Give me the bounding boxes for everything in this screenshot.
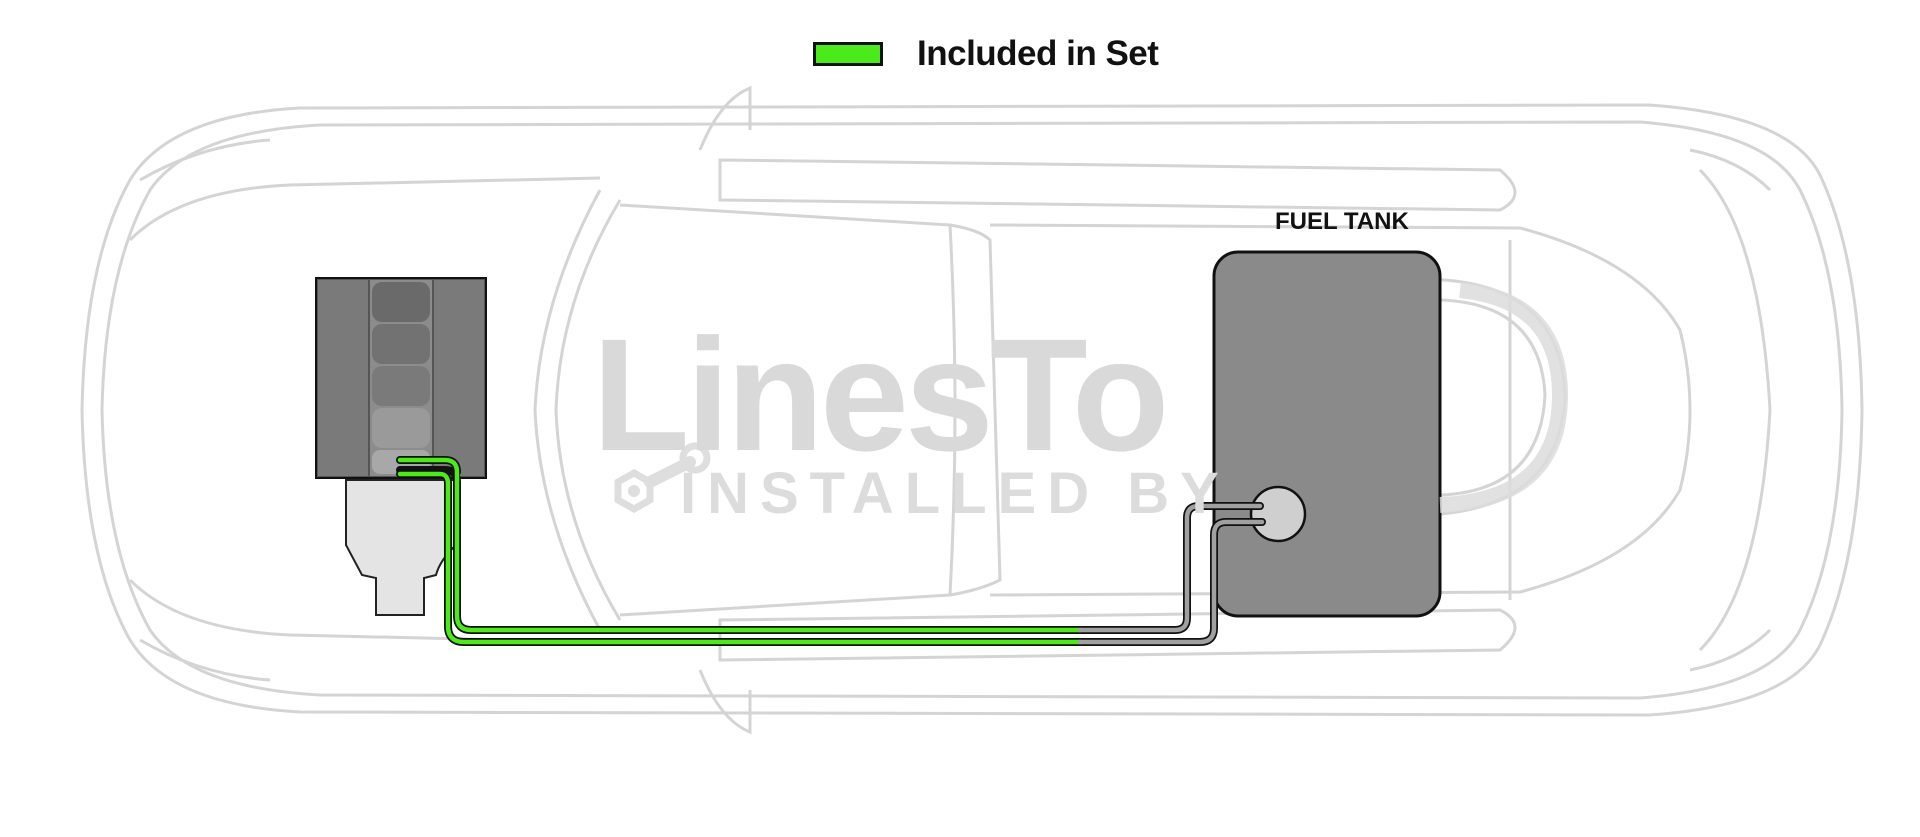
engine-right-bank (434, 280, 484, 476)
included-fuel-line-supply (397, 457, 1083, 633)
fuel-tank (1212, 250, 1442, 618)
other-fuel-line-supply (1077, 503, 1263, 633)
included-fuel-line-return (397, 471, 1083, 645)
engine-left-bank (318, 280, 368, 476)
wrench-nut-icon (614, 442, 711, 514)
legend-label: Included in Set (917, 34, 1159, 73)
engine (315, 277, 487, 616)
watermark-title: LinesTo (592, 305, 1169, 484)
car-outline (80, 85, 1864, 735)
fuel-tank-body (1212, 250, 1442, 618)
fuel-tank-label: FUEL TANK (1275, 208, 1409, 235)
legend-swatch (813, 42, 883, 66)
transmission (345, 479, 457, 616)
watermark-emblem (1439, 282, 1569, 513)
fuel-lines (396, 456, 1266, 646)
watermark-subtitle: INSTALLED BY (680, 461, 1230, 526)
other-fuel-line-return (1077, 519, 1265, 645)
fuel-pump (1249, 485, 1307, 543)
legend: Included in Set (813, 30, 1159, 78)
